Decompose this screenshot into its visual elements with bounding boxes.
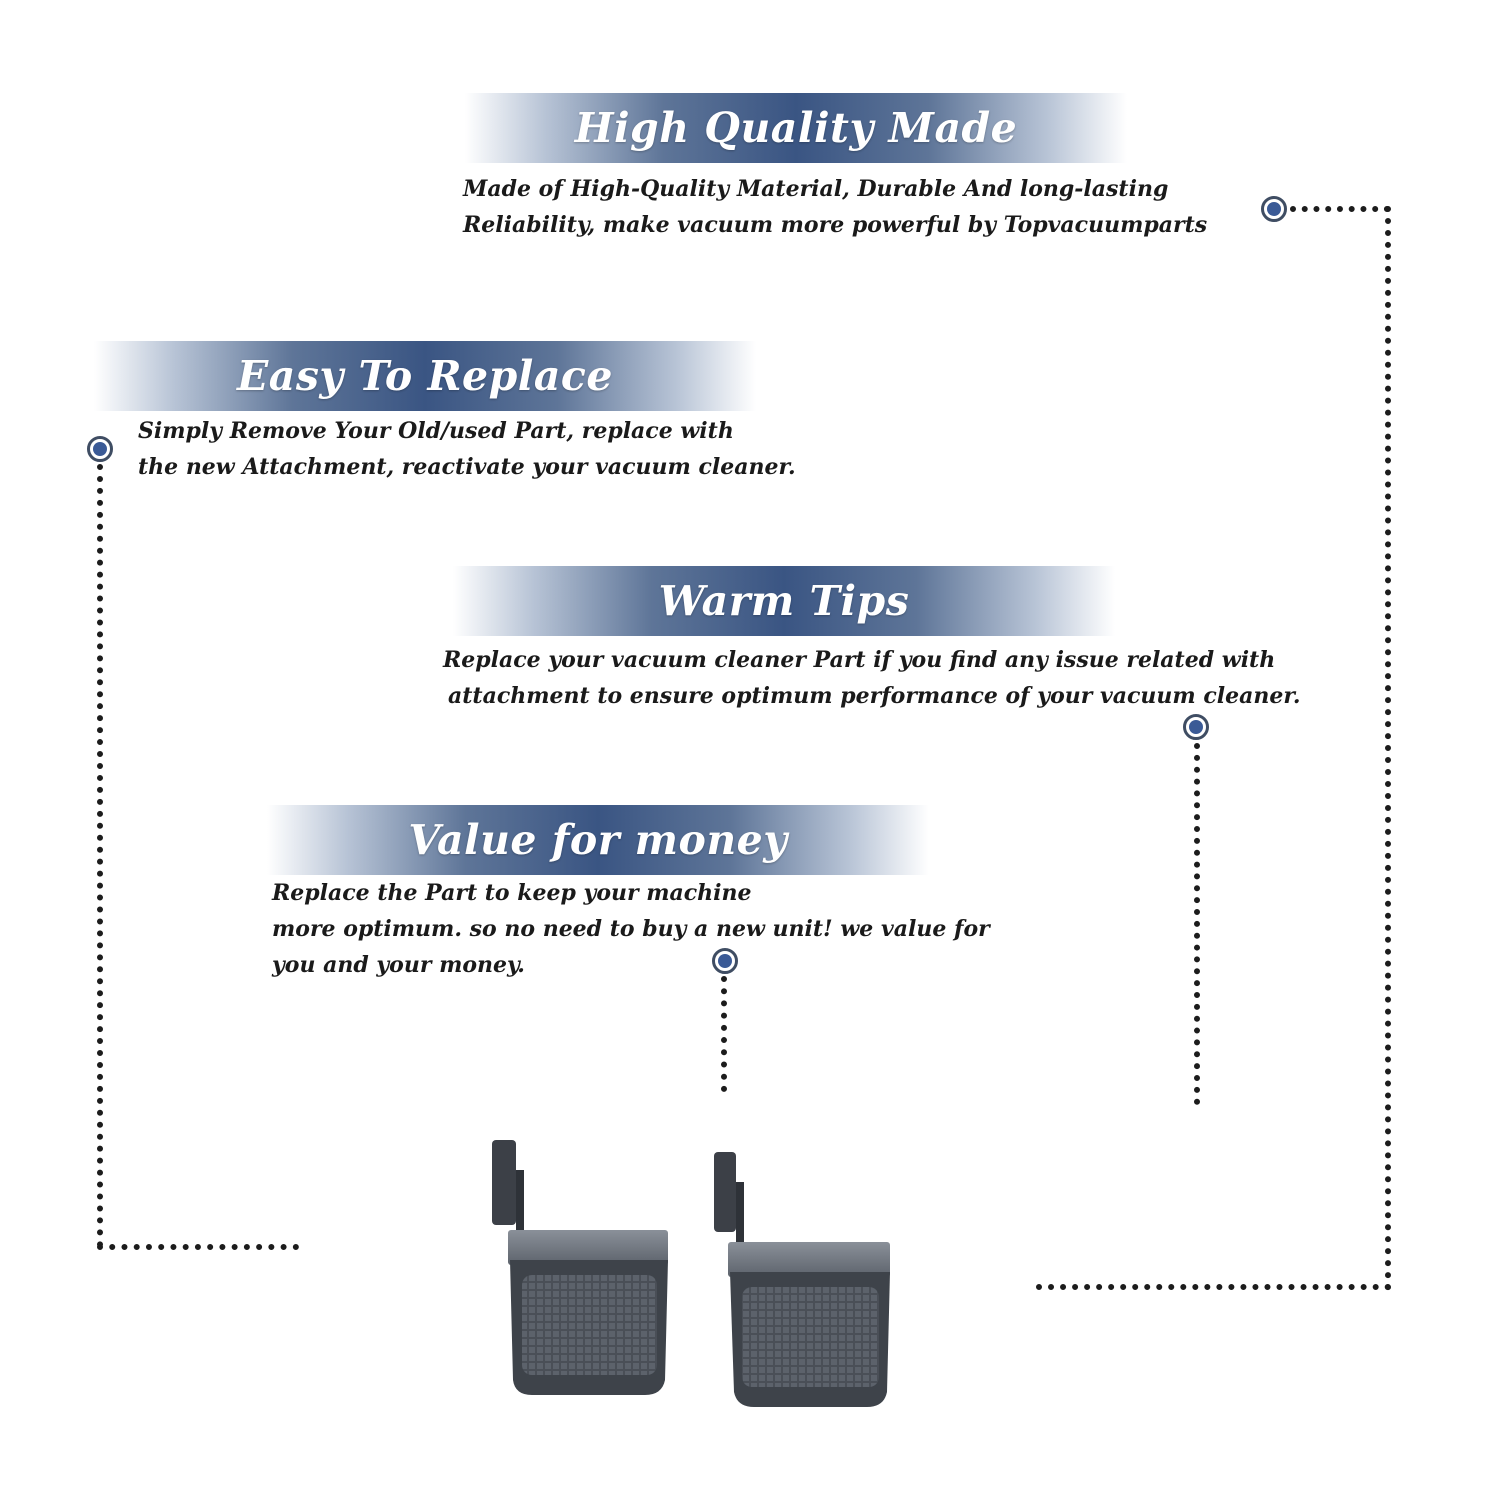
- dotted-line-warm-tips: [1194, 743, 1200, 1105]
- dotted-line-easy-replace-left: [97, 464, 103, 1248]
- dotted-line-high-quality-top: [1290, 206, 1390, 212]
- section-text-high-quality-line2: Reliability, make vacuum more powerful b…: [463, 212, 1208, 238]
- banner-easy-replace: Easy To Replace: [94, 341, 756, 411]
- section-text-value-money-line3: you and your money.: [272, 952, 525, 978]
- section-text-easy-replace-line2: the new Attachment, reactivate your vacu…: [138, 454, 796, 480]
- section-text-value-money-line2: more optimum. so no need to buy a new un…: [272, 916, 990, 942]
- section-text-easy-replace-line1: Simply Remove Your Old/used Part, replac…: [138, 418, 734, 444]
- dotted-line-high-quality-right: [1385, 206, 1391, 1291]
- banner-value-money: Value for money: [267, 805, 929, 875]
- section-title-high-quality: High Quality Made: [574, 104, 1018, 152]
- connector-node-warm-tips: [1183, 714, 1209, 740]
- product-piece-right: [714, 1152, 890, 1407]
- banner-high-quality: High Quality Made: [465, 93, 1127, 163]
- dotted-line-high-quality-bottom: [1036, 1284, 1391, 1290]
- connector-node-value-money: [712, 948, 738, 974]
- dotted-line-easy-replace-bottom: [97, 1244, 299, 1250]
- product-image: [492, 1140, 890, 1407]
- section-title-value-money: Value for money: [408, 816, 788, 864]
- connector-node-easy-replace: [87, 436, 113, 462]
- section-text-high-quality-line1: Made of High-Quality Material, Durable A…: [463, 176, 1169, 202]
- banner-warm-tips: Warm Tips: [453, 566, 1115, 636]
- dotted-line-value-money: [721, 976, 727, 1092]
- section-title-easy-replace: Easy To Replace: [237, 352, 613, 400]
- connector-node-high-quality: [1261, 196, 1287, 222]
- section-title-warm-tips: Warm Tips: [658, 577, 910, 625]
- section-text-warm-tips-line2: attachment to ensure optimum performance…: [448, 683, 1301, 709]
- section-text-warm-tips-line1: Replace your vacuum cleaner Part if you …: [443, 647, 1276, 673]
- product-piece-left: [492, 1140, 668, 1395]
- section-text-value-money-line1: Replace the Part to keep your machine: [272, 880, 752, 906]
